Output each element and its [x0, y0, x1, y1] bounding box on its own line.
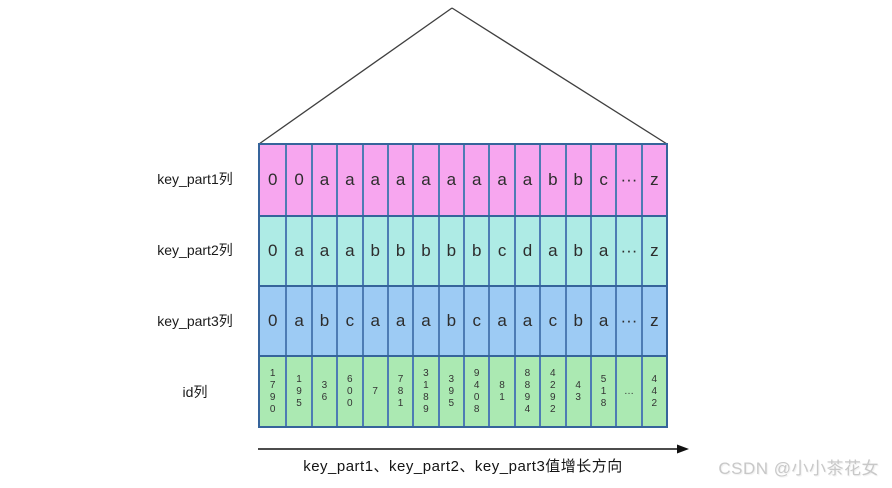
- table-cell: c: [488, 217, 513, 285]
- table-cell: 781: [386, 357, 412, 426]
- triangle-right-edge: [451, 7, 668, 145]
- table-cell: a: [488, 287, 513, 355]
- table-cell: 4292: [539, 357, 564, 426]
- table-cell: ···: [615, 217, 640, 285]
- table-cell: c: [336, 287, 361, 355]
- table-cell: 3189: [412, 357, 437, 426]
- table-cell: a: [488, 145, 513, 215]
- table-cell: b: [437, 217, 463, 285]
- table-cell: a: [589, 217, 615, 285]
- table-cell: 1790: [267, 367, 279, 416]
- table-cell: b: [539, 145, 564, 215]
- table-cell: a: [513, 287, 539, 355]
- table-cell: 8894: [513, 357, 539, 426]
- table-cell: a: [539, 217, 564, 285]
- table-cell: d: [513, 217, 539, 285]
- table-cell: 81: [488, 357, 513, 426]
- row-label-key-part1: key_part1列: [157, 170, 233, 187]
- table-cell: 43: [564, 357, 590, 426]
- table-cell: b: [564, 217, 590, 285]
- table-cell: a: [336, 217, 361, 285]
- table-cell: 0: [267, 170, 278, 189]
- table-cell: a: [513, 145, 539, 215]
- table-cell: z: [640, 217, 666, 285]
- row-label-key-part3: key_part3列: [157, 312, 233, 329]
- table-cell: a: [361, 287, 387, 355]
- table-cell: z: [640, 287, 666, 355]
- table-cell: ···: [615, 287, 640, 355]
- table-cell: b: [412, 217, 437, 285]
- table-cell: 36: [310, 357, 336, 426]
- table-cell: a: [412, 145, 437, 215]
- table-cell: 518: [589, 357, 615, 426]
- table-cell: a: [310, 145, 336, 215]
- growth-arrow-head-icon: [677, 444, 689, 454]
- table-cell: 7: [361, 357, 387, 426]
- table-cell: 9408: [463, 357, 488, 426]
- table-cell: c: [463, 287, 488, 355]
- row-labels: key_part1列 key_part2列 key_part3列 id列: [125, 143, 265, 428]
- table-cell: a: [437, 145, 463, 215]
- table-cell: b: [386, 217, 412, 285]
- table-cell: b: [564, 145, 590, 215]
- table-cell: z: [640, 145, 666, 215]
- growth-direction-caption: key_part1、key_part2、key_part3值增长方向: [303, 458, 623, 475]
- table-cell: 195: [285, 357, 310, 426]
- row-label-key-part2: key_part2列: [157, 241, 233, 258]
- table-cell: a: [463, 145, 488, 215]
- table-cell: a: [361, 145, 387, 215]
- table-cell: a: [285, 217, 310, 285]
- table-cell: b: [361, 217, 387, 285]
- table-cell: a: [412, 287, 437, 355]
- table-cell: a: [386, 287, 412, 355]
- table-cell: 0: [267, 241, 278, 260]
- table-cell: a: [285, 287, 310, 355]
- table-cell: a: [386, 145, 412, 215]
- table-cell: b: [437, 287, 463, 355]
- table-cell: ···: [615, 145, 640, 215]
- table-cell: 395: [437, 357, 463, 426]
- table-cell: 442: [640, 357, 666, 426]
- table-cell: …: [615, 357, 640, 426]
- csdn-watermark: CSDN @小小茶花女: [718, 459, 879, 478]
- table-cell: b: [564, 287, 590, 355]
- table-cell: a: [336, 145, 361, 215]
- table-cell: a: [310, 217, 336, 285]
- table-cell: b: [463, 217, 488, 285]
- table-cell: c: [539, 287, 564, 355]
- table-cell: 0: [285, 145, 310, 215]
- table-cell: 600: [336, 357, 361, 426]
- row-label-id: id列: [182, 384, 208, 400]
- table-cell: a: [589, 287, 615, 355]
- table-cell: b: [310, 287, 336, 355]
- table-cell: 0: [267, 311, 278, 330]
- triangle-left-edge: [258, 7, 453, 145]
- table-cell: c: [589, 145, 615, 215]
